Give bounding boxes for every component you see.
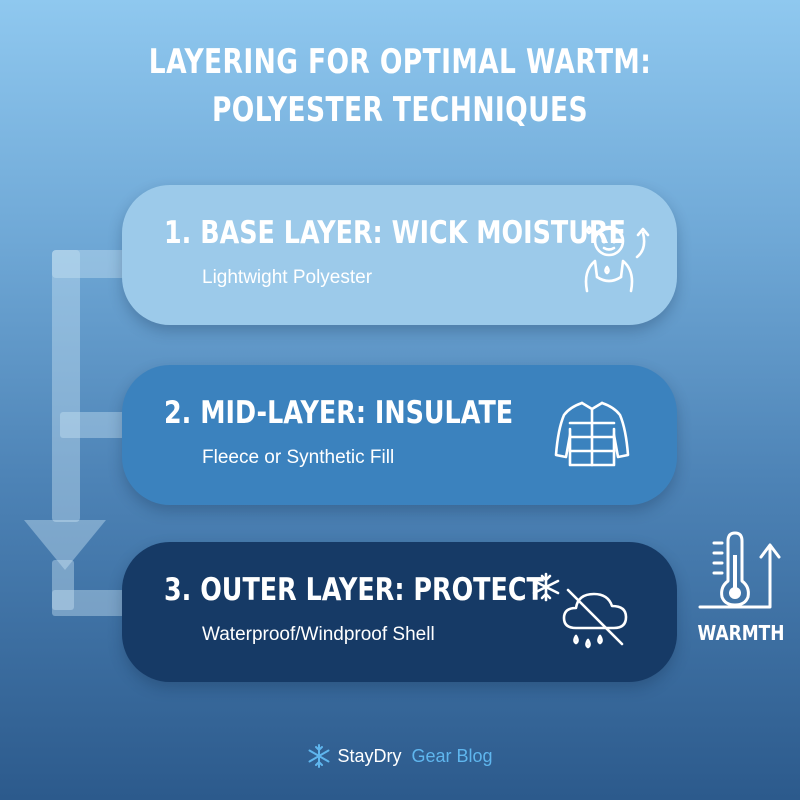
base-layer-title: 1. BASE LAYER: WICK MOISTURE [164,215,626,251]
base-layer-subtitle: Lightwight Polyester [202,267,373,288]
base-layer-card: 1. BASE LAYER: WICK MOISTURE Lightwight … [122,185,677,325]
title-line-2: Polyester Techniques [211,90,589,130]
outer-layer-title: 3. OUTER LAYER: PROTECT [164,572,544,608]
footer: StayDry Gear Blog [0,744,800,773]
page-title: Layering for Optimal Wartm: Polyester Te… [88,38,712,134]
footer-brand: StayDry Gear Blog [307,744,493,768]
mid-layer-subtitle: Fleece or Synthetic Fill [202,447,395,468]
title-line-1: Layering for Optimal Wartm: [148,42,652,82]
footer-brand-accent: Gear Blog [411,745,493,766]
thermometer-up-icon [698,531,781,609]
outer-layer-subtitle: Waterproof/Windproof Shell [202,624,435,645]
person-sweat-icon [584,225,650,293]
jacket-icon [554,401,630,467]
snowflake-small-icon [532,572,560,602]
warmth-indicator: WARMTH [690,525,790,655]
footer-brand-name: StayDry [337,745,402,766]
snow-rain-icon [532,572,628,649]
mid-layer-title: 2. MID-LAYER: INSULATE [164,395,514,431]
snowflake-icon [308,744,330,768]
outer-layer-card: 3. OUTER LAYER: PROTECT Waterproof/Windp… [122,542,677,682]
warmth-label: WARMTH [697,621,785,645]
mid-layer-card: 2. MID-LAYER: INSULATE Fleece or Synthet… [122,365,677,505]
